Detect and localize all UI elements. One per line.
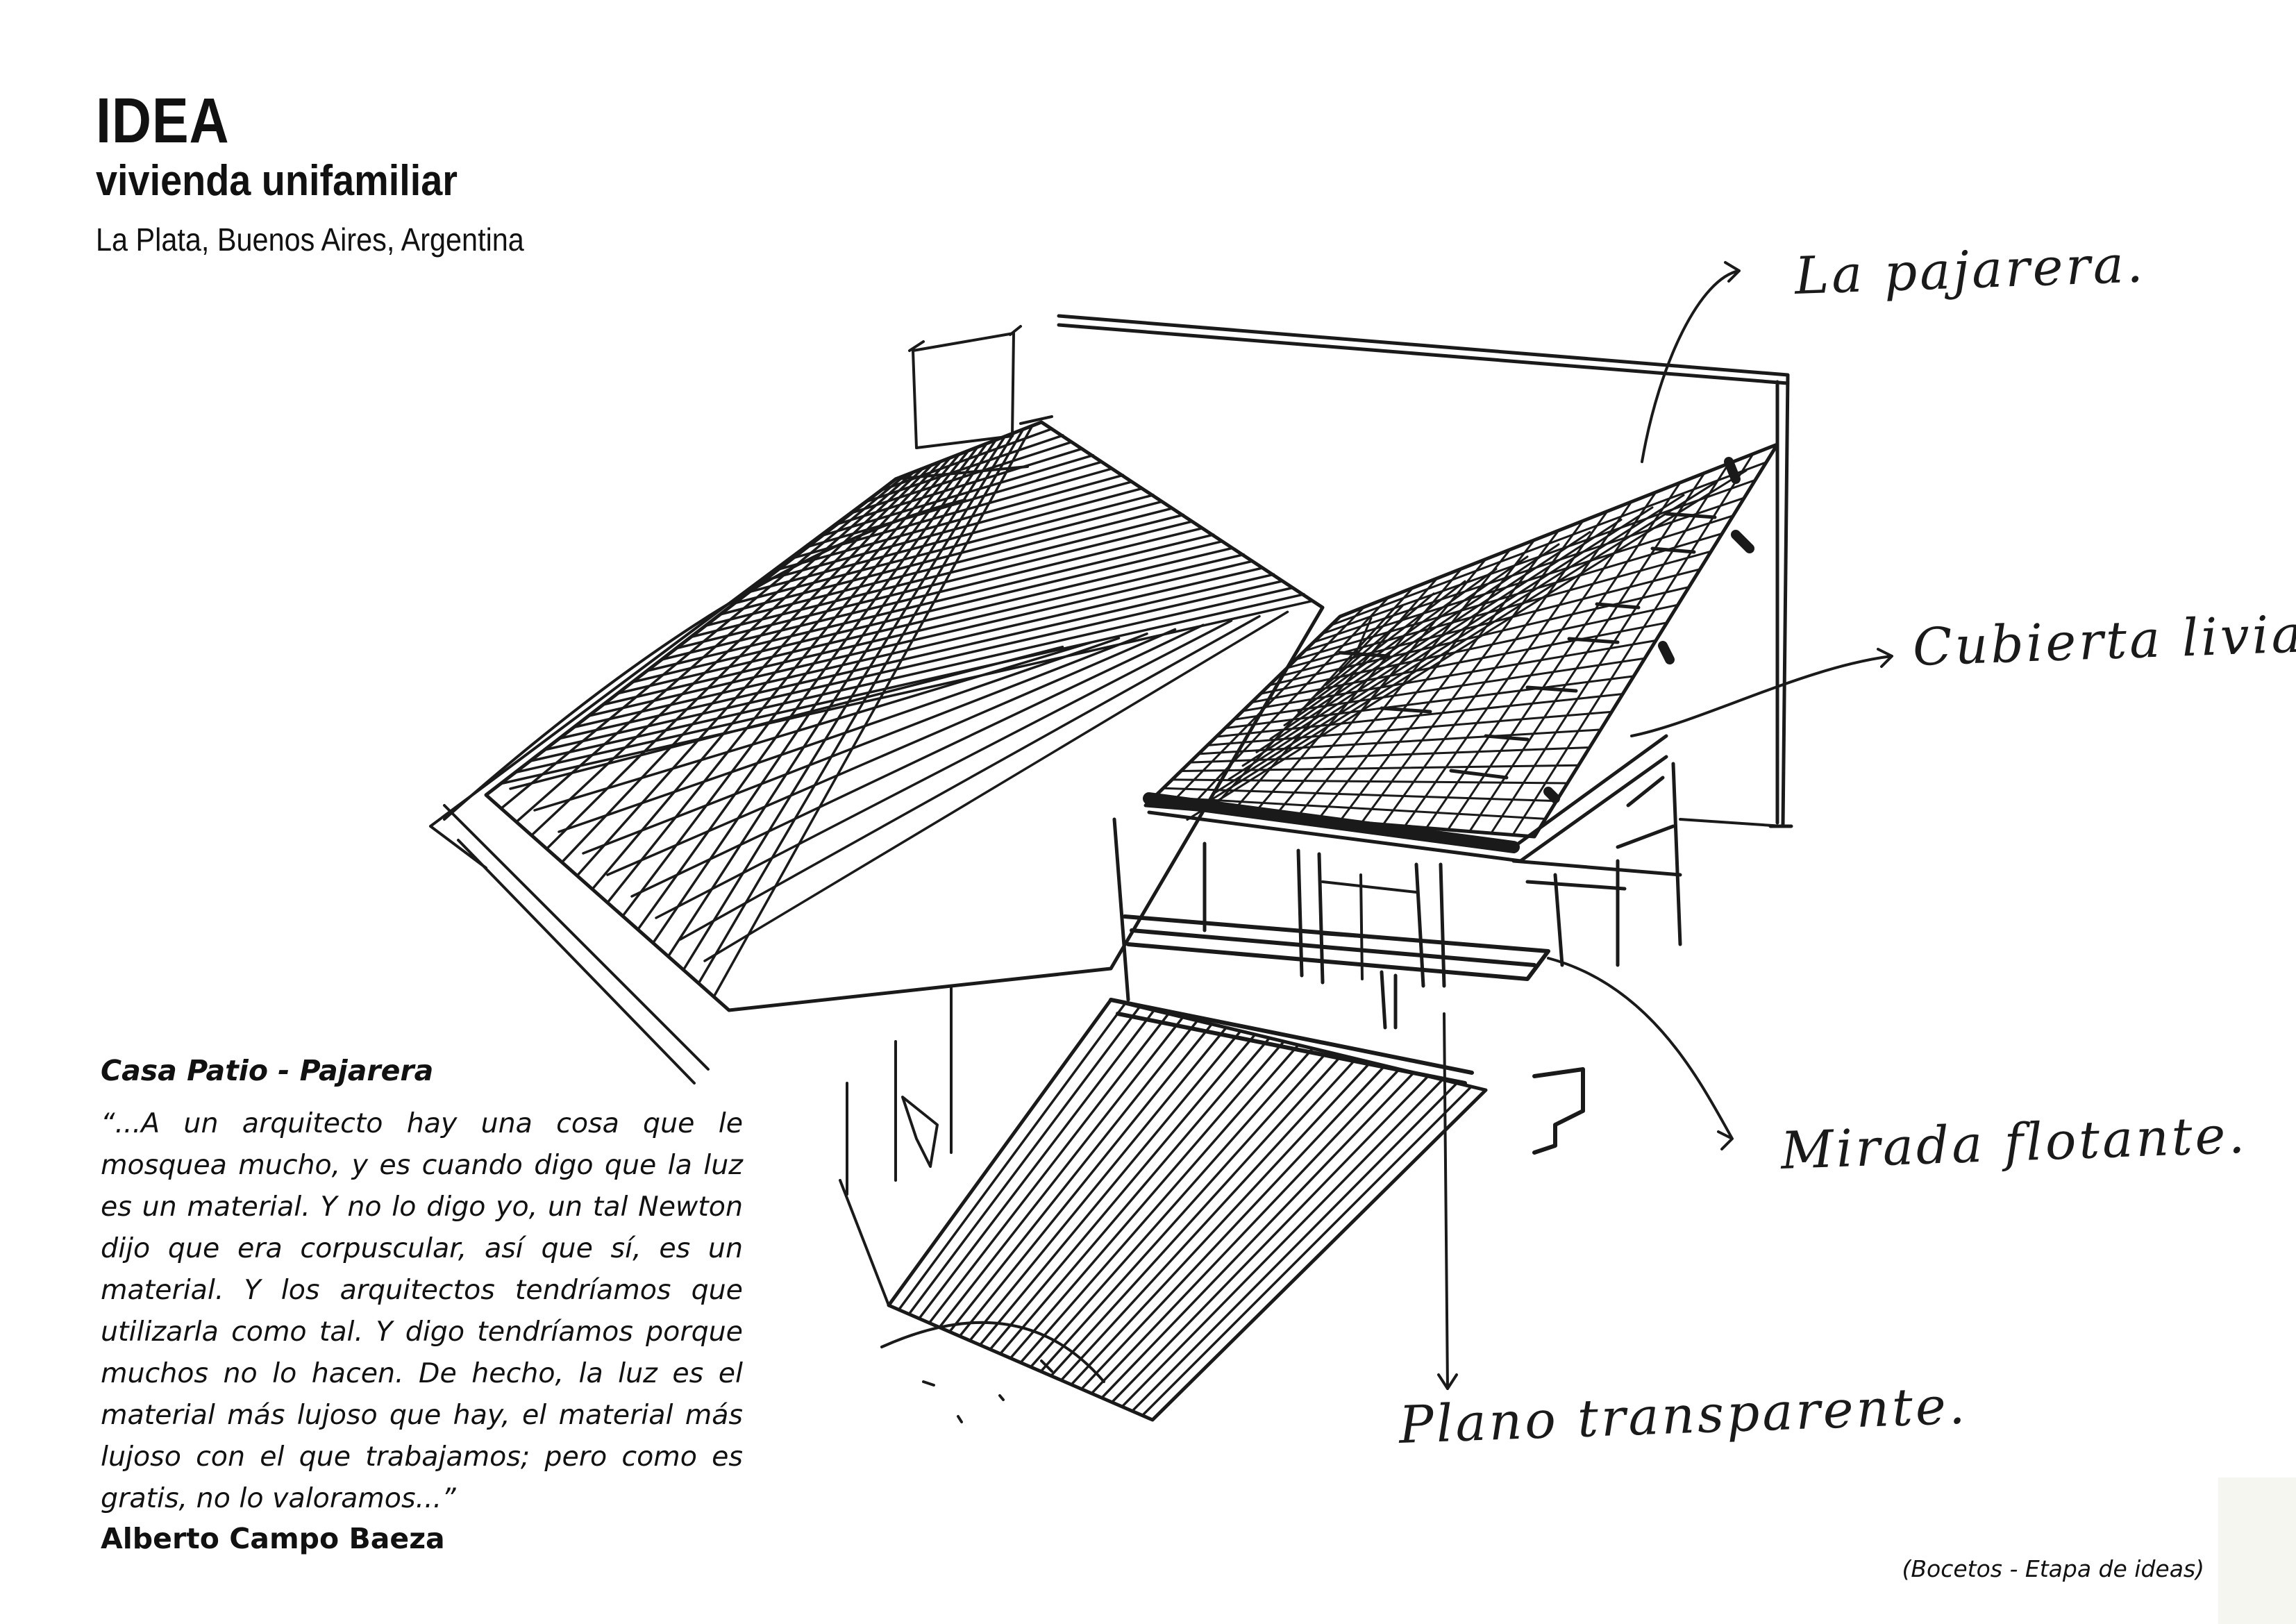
leader-mirada bbox=[1547, 957, 1734, 1150]
right-roof-hatch bbox=[1153, 453, 1768, 836]
leader-pajarera bbox=[1641, 261, 1741, 463]
patio-outline bbox=[887, 998, 1488, 1422]
quote-author: Alberto Campo Baeza bbox=[101, 1522, 445, 1555]
facade-frame bbox=[1112, 762, 1682, 1002]
quote-block: Casa Patio - Pajarera “...A un arquitect… bbox=[101, 1054, 743, 1555]
garden-curve bbox=[880, 1321, 1105, 1423]
caption: (Bocetos - Etapa de ideas) bbox=[1902, 1555, 2204, 1582]
steps bbox=[1532, 1067, 1585, 1155]
chimney-outline bbox=[908, 325, 1022, 449]
patio-hatch bbox=[897, 1002, 1473, 1417]
page-title: IDEA bbox=[96, 85, 230, 156]
scan-patch bbox=[2218, 1477, 2296, 1624]
page-subtitle: vivienda unifamiliar bbox=[96, 157, 458, 205]
location-text: La Plata, Buenos Aires, Argentina bbox=[96, 221, 524, 258]
left-roof-hatch bbox=[499, 424, 1314, 998]
roof-eave-heavy bbox=[1143, 792, 1520, 853]
floating-floor bbox=[1123, 914, 1550, 981]
left-sweep-line bbox=[443, 499, 966, 821]
quote-heading: Casa Patio - Pajarera bbox=[101, 1054, 434, 1087]
left-roof-outline bbox=[484, 420, 1325, 1012]
leader-plano bbox=[1437, 1012, 1458, 1390]
pajarera-frame bbox=[1057, 314, 1793, 828]
quote-text: “...A un arquitecto hay una cosa que le … bbox=[101, 1107, 743, 1514]
leader-cubierta bbox=[1630, 648, 1893, 737]
annotation-pajarera: La pajarera. bbox=[1793, 234, 2147, 306]
left-wall bbox=[846, 985, 953, 1196]
